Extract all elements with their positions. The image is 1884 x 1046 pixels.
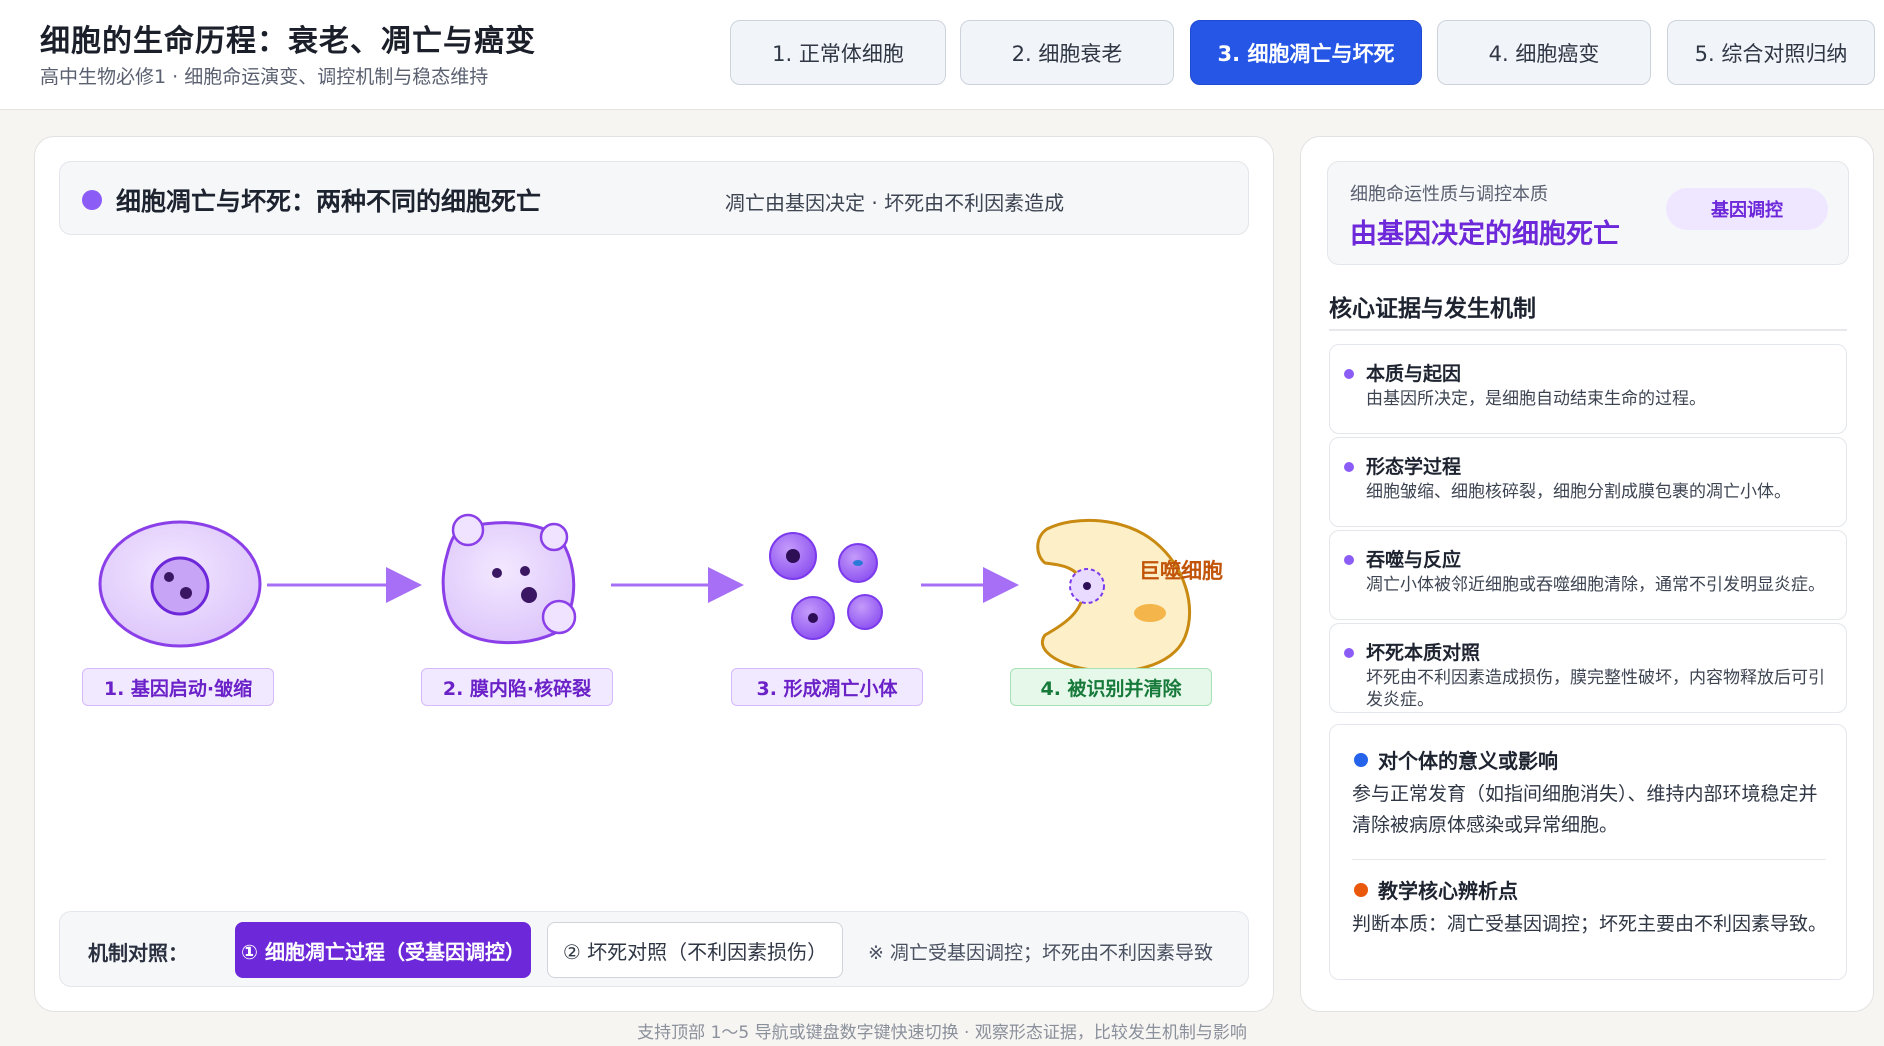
bullet-icon bbox=[1344, 462, 1354, 472]
impact-title: 对个体的意义或影响 bbox=[1378, 749, 1558, 773]
teaching-text: 判断本质：凋亡受基因调控；坏死主要由不利因素导致。 bbox=[1352, 913, 1828, 935]
apoptosis-process-button[interactable]: ① 细胞凋亡过程（受基因调控） bbox=[235, 922, 531, 978]
impact-card: 对个体的意义或影响 参与正常发育（如指间细胞消失）、维持内部环境稳定并清除被病原… bbox=[1329, 724, 1847, 980]
apoptotic-bodies-icon bbox=[769, 532, 883, 640]
step-label-3: 3. 形成凋亡小体 bbox=[731, 668, 923, 706]
mechanism-toggle-bar: 机制对照： ① 细胞凋亡过程（受基因调控） ② 坏死对照（不利因素损伤） ※ 凋… bbox=[59, 911, 1249, 987]
footer-hint: 支持顶部 1～5 导航或键盘数字键快速切换 · 观察形态证据，比较发生机制与影响 bbox=[637, 1023, 1247, 1043]
apoptosis-diagram bbox=[98, 513, 1192, 674]
evidence-item: 本质与起因 由基因所决定，是细胞自动结束生命的过程。 bbox=[1329, 344, 1847, 434]
impact-divider bbox=[1352, 859, 1826, 860]
page-title: 细胞的生命历程：衰老、凋亡与癌变 bbox=[40, 24, 536, 59]
app-header: 细胞的生命历程：衰老、凋亡与癌变 高中生物必修1 · 细胞命运演变、调控机制与稳… bbox=[0, 0, 1884, 110]
bullet-icon bbox=[1344, 369, 1354, 379]
mechanism-note: ※ 凋亡受基因调控；坏死由不利因素导致 bbox=[868, 942, 1213, 964]
tab-normal-cell[interactable]: 1. 正常体细胞 bbox=[730, 20, 946, 85]
evidence-item-title: 形态学过程 bbox=[1366, 456, 1462, 478]
section-dot-icon bbox=[82, 190, 102, 210]
nature-label: 细胞命运性质与调控本质 bbox=[1350, 184, 1548, 205]
evidence-item-title: 坏死本质对照 bbox=[1366, 642, 1481, 664]
section-subtitle: 凋亡由基因决定 · 坏死由不利因素造成 bbox=[725, 191, 1065, 215]
evidence-item: 吞噬与反应 凋亡小体被邻近细胞或吞噬细胞清除，通常不引发明显炎症。 bbox=[1329, 530, 1847, 620]
step-label-4: 4. 被识别并清除 bbox=[1010, 668, 1212, 706]
evidence-item-text: 坏死由不利因素造成损伤，膜完整性破坏，内容物释放后可引发炎症。 bbox=[1366, 668, 1825, 710]
section-header: 细胞凋亡与坏死：两种不同的细胞死亡 凋亡由基因决定 · 坏死由不利因素造成 bbox=[59, 161, 1249, 235]
step-label-1: 1. 基因启动·皱缩 bbox=[82, 668, 274, 706]
necrosis-compare-button[interactable]: ② 坏死对照（不利因素损伤） bbox=[547, 922, 843, 978]
evidence-divider bbox=[1329, 329, 1847, 331]
main-panel: 细胞凋亡与坏死：两种不同的细胞死亡 凋亡由基因决定 · 坏死由不利因素造成 bbox=[34, 136, 1274, 1012]
evidence-item-title: 本质与起因 bbox=[1366, 363, 1462, 385]
macrophage-icon bbox=[1036, 518, 1192, 674]
bullet-icon bbox=[1344, 555, 1354, 565]
evidence-heading: 核心证据与发生机制 bbox=[1329, 296, 1536, 322]
page-subtitle: 高中生物必修1 · 细胞命运演变、调控机制与稳态维持 bbox=[40, 66, 489, 88]
tab-apoptosis-necrosis[interactable]: 3. 细胞凋亡与坏死 bbox=[1190, 20, 1422, 85]
evidence-item: 坏死本质对照 坏死由不利因素造成损伤，膜完整性破坏，内容物释放后可引发炎症。 bbox=[1329, 623, 1847, 713]
impact-text: 参与正常发育（如指间细胞消失）、维持内部环境稳定并清除被病原体感染或异常细胞。 bbox=[1352, 783, 1818, 836]
nature-badge: 基因调控 bbox=[1666, 188, 1828, 230]
teaching-title: 教学核心辨析点 bbox=[1378, 879, 1518, 903]
impact-dot-icon bbox=[1354, 753, 1368, 767]
nature-summary: 细胞命运性质与调控本质 由基因决定的细胞死亡 基因调控 bbox=[1327, 161, 1849, 265]
step-label-2: 2. 膜内陷·核碎裂 bbox=[421, 668, 613, 706]
mechanism-label: 机制对照： bbox=[88, 941, 188, 965]
cell-stage-1-icon bbox=[98, 520, 262, 648]
side-panel: 细胞命运性质与调控本质 由基因决定的细胞死亡 基因调控 核心证据与发生机制 本质… bbox=[1300, 136, 1874, 1012]
macrophage-label: 巨噬细胞 bbox=[1139, 559, 1223, 583]
teaching-dot-icon bbox=[1354, 883, 1368, 897]
cell-stage-2-icon bbox=[441, 513, 577, 645]
tab-summary[interactable]: 5. 综合对照归纳 bbox=[1667, 20, 1875, 85]
evidence-item-text: 凋亡小体被邻近细胞或吞噬细胞清除，通常不引发明显炎症。 bbox=[1366, 575, 1825, 595]
nature-value: 由基因决定的细胞死亡 bbox=[1350, 219, 1620, 250]
evidence-item-title: 吞噬与反应 bbox=[1366, 549, 1462, 571]
bullet-icon bbox=[1344, 648, 1354, 658]
evidence-item-text: 由基因所决定，是细胞自动结束生命的过程。 bbox=[1366, 389, 1706, 409]
evidence-item: 形态学过程 细胞皱缩、细胞核碎裂，细胞分割成膜包裹的凋亡小体。 bbox=[1329, 437, 1847, 527]
tab-cancer[interactable]: 4. 细胞癌变 bbox=[1437, 20, 1651, 85]
evidence-item-text: 细胞皱缩、细胞核碎裂，细胞分割成膜包裹的凋亡小体。 bbox=[1366, 482, 1791, 502]
section-title: 细胞凋亡与坏死：两种不同的细胞死亡 bbox=[116, 187, 542, 216]
tab-senescence[interactable]: 2. 细胞衰老 bbox=[960, 20, 1174, 85]
